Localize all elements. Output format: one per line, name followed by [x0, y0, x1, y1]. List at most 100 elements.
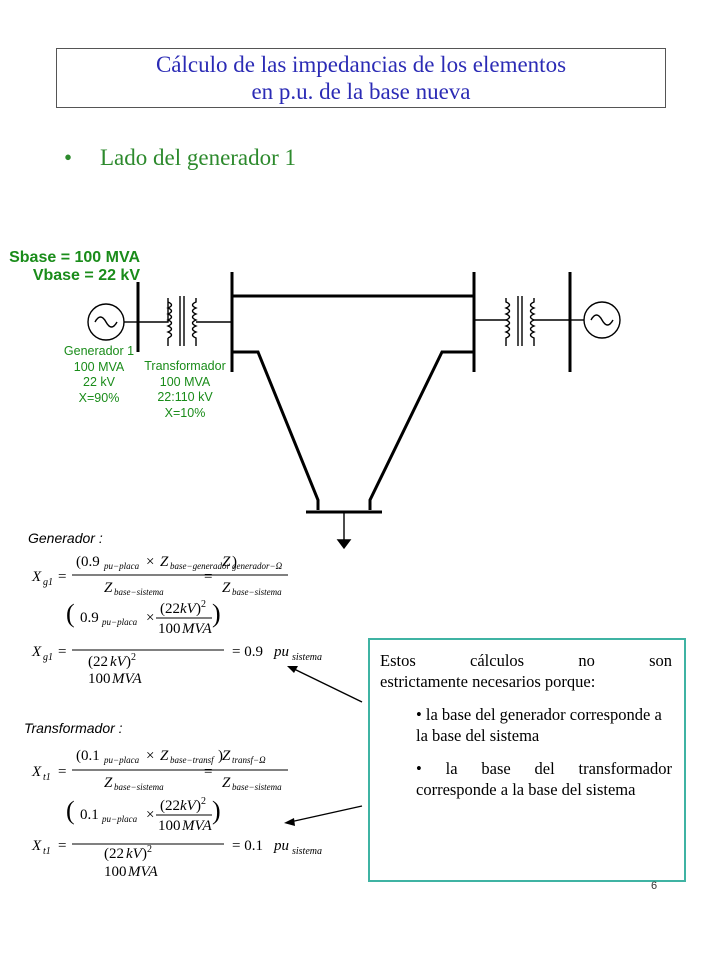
- svg-text:100: 100: [88, 671, 111, 687]
- arrow-head-gen: [287, 666, 298, 673]
- svg-text:pu: pu: [273, 644, 289, 660]
- svg-text:): ): [126, 654, 131, 670]
- line-bus2-bus4: [232, 350, 320, 510]
- svg-text:): ): [142, 846, 147, 862]
- note-intro-line-2: estrictamente necesarios porque:: [380, 672, 596, 691]
- transformer-1-name: Transformador: [144, 359, 226, 373]
- svg-text:MVA: MVA: [181, 818, 213, 834]
- generator-1-reactance: X=90%: [78, 390, 120, 405]
- transformer-1-primary: [160, 298, 173, 346]
- svg-text:0.9: 0.9: [80, 610, 99, 626]
- svg-text:2: 2: [201, 796, 206, 807]
- generator-equation-label: Generador :: [28, 530, 103, 546]
- svg-text:kV: kV: [126, 846, 144, 862]
- generator-1-power: 100 MVA: [73, 359, 125, 374]
- generator-2-symbol: [583, 301, 621, 339]
- svg-text:=: =: [204, 569, 212, 585]
- transformer-equation-label: Transformador :: [24, 720, 123, 736]
- note-item-generator: • la base del generador corresponde a la…: [416, 705, 662, 745]
- generator-1-specs: Generador 1 100 MVA 22 kV X=90%: [58, 344, 140, 406]
- svg-text:Z: Z: [222, 748, 231, 764]
- vbase-label: Vbase = 22 kV: [32, 267, 140, 284]
- generator-1-wave: [94, 316, 118, 328]
- line-bus3-bus4: [368, 350, 474, 510]
- svg-text:(22: (22: [88, 654, 108, 670]
- svg-text:= 0.1: = 0.1: [232, 838, 263, 854]
- svg-text:kV: kV: [110, 654, 128, 670]
- svg-text:generador−Ω: generador−Ω: [232, 561, 283, 571]
- arrow-to-gen-equation: [291, 667, 363, 703]
- svg-text:Z: Z: [222, 554, 231, 570]
- slide-title-line-1: Cálculo de las impedancias de los elemen…: [155, 52, 567, 77]
- svg-text:Z: Z: [104, 775, 113, 791]
- arrow-head-trans: [284, 818, 295, 826]
- svg-text:sistema: sistema: [292, 652, 322, 663]
- note-box: Estos cálculos no son estrictamente nece…: [368, 638, 686, 882]
- svg-text:×: ×: [146, 807, 154, 823]
- svg-text:base−transf: base−transf: [170, 755, 215, 765]
- svg-text:Z: Z: [104, 580, 113, 596]
- svg-text:0.1: 0.1: [80, 807, 99, 823]
- svg-text:): ): [196, 601, 201, 617]
- generator-1-name: Generador 1: [63, 344, 135, 358]
- svg-text:(0.1: (0.1: [76, 748, 100, 764]
- svg-text:(: (: [66, 599, 75, 628]
- svg-text:MVA: MVA: [181, 621, 213, 637]
- note-intro-line-1: Estos cálculos no son: [380, 651, 672, 670]
- svg-text:=: =: [204, 764, 212, 780]
- bullet-dot: •: [64, 145, 73, 170]
- slide-title-line-2: en p.u. de la base nueva: [251, 79, 471, 104]
- transformer-1-specs: Transformador 100 MVA 22:110 kV X=10%: [140, 359, 230, 421]
- svg-text:MVA: MVA: [111, 671, 143, 687]
- generator-2-wave: [590, 314, 614, 326]
- svg-text:pu−placa: pu−placa: [101, 814, 138, 824]
- slide-title-box: Cálculo de las impedancias de los elemen…: [56, 48, 666, 108]
- svg-text:(: (: [66, 796, 75, 825]
- transformer-1-reactance: X=10%: [164, 405, 206, 420]
- svg-text:pu: pu: [273, 838, 289, 854]
- svg-text:t1: t1: [43, 846, 51, 857]
- note-item-transformer: • la base del transformador corresponde …: [416, 759, 672, 799]
- svg-text:×: ×: [146, 554, 154, 570]
- svg-text:Z: Z: [160, 554, 169, 570]
- svg-text:(22: (22: [160, 601, 180, 617]
- svg-text:100: 100: [158, 818, 181, 834]
- svg-text:base−sistema: base−sistema: [114, 782, 164, 792]
- svg-text:100: 100: [104, 864, 127, 880]
- svg-text:kV: kV: [180, 601, 198, 617]
- svg-text:2: 2: [131, 652, 136, 663]
- generator-1-voltage: 22 kV: [83, 375, 115, 389]
- svg-text:sistema: sistema: [292, 846, 322, 857]
- svg-text:MVA: MVA: [127, 864, 159, 880]
- svg-text:(0.9: (0.9: [76, 554, 100, 570]
- svg-text:transf−Ω: transf−Ω: [232, 755, 266, 765]
- svg-text:base−generador: base−generador: [170, 561, 231, 571]
- svg-text:pu−placa: pu−placa: [103, 755, 140, 765]
- svg-text:pu−placa: pu−placa: [103, 561, 140, 571]
- svg-text:=: =: [58, 644, 66, 660]
- transformer-1-ratio: 22:110 kV: [157, 390, 213, 404]
- svg-text:): ): [218, 748, 223, 764]
- svg-text:×: ×: [146, 610, 154, 626]
- transformer-2-secondary: [529, 298, 570, 346]
- svg-text:base−sistema: base−sistema: [232, 782, 282, 792]
- svg-text:kV: kV: [180, 798, 198, 814]
- transformer-1-power: 100 MVA: [159, 374, 211, 389]
- transformer-1-secondary: [191, 298, 232, 346]
- svg-text:base−sistema: base−sistema: [114, 587, 164, 597]
- svg-text:Z: Z: [222, 580, 231, 596]
- load-arrow: [336, 539, 352, 550]
- svg-text:g1: g1: [43, 652, 53, 663]
- svg-text:pu−placa: pu−placa: [101, 617, 138, 627]
- svg-text:X: X: [31, 569, 42, 585]
- svg-text:base−sistema: base−sistema: [232, 587, 282, 597]
- svg-text:): ): [196, 798, 201, 814]
- svg-text:X: X: [31, 644, 42, 660]
- arrow-to-trans-equation: [289, 805, 363, 823]
- svg-text:×: ×: [146, 748, 154, 764]
- svg-text:=: =: [58, 569, 66, 585]
- svg-text:): ): [212, 796, 221, 825]
